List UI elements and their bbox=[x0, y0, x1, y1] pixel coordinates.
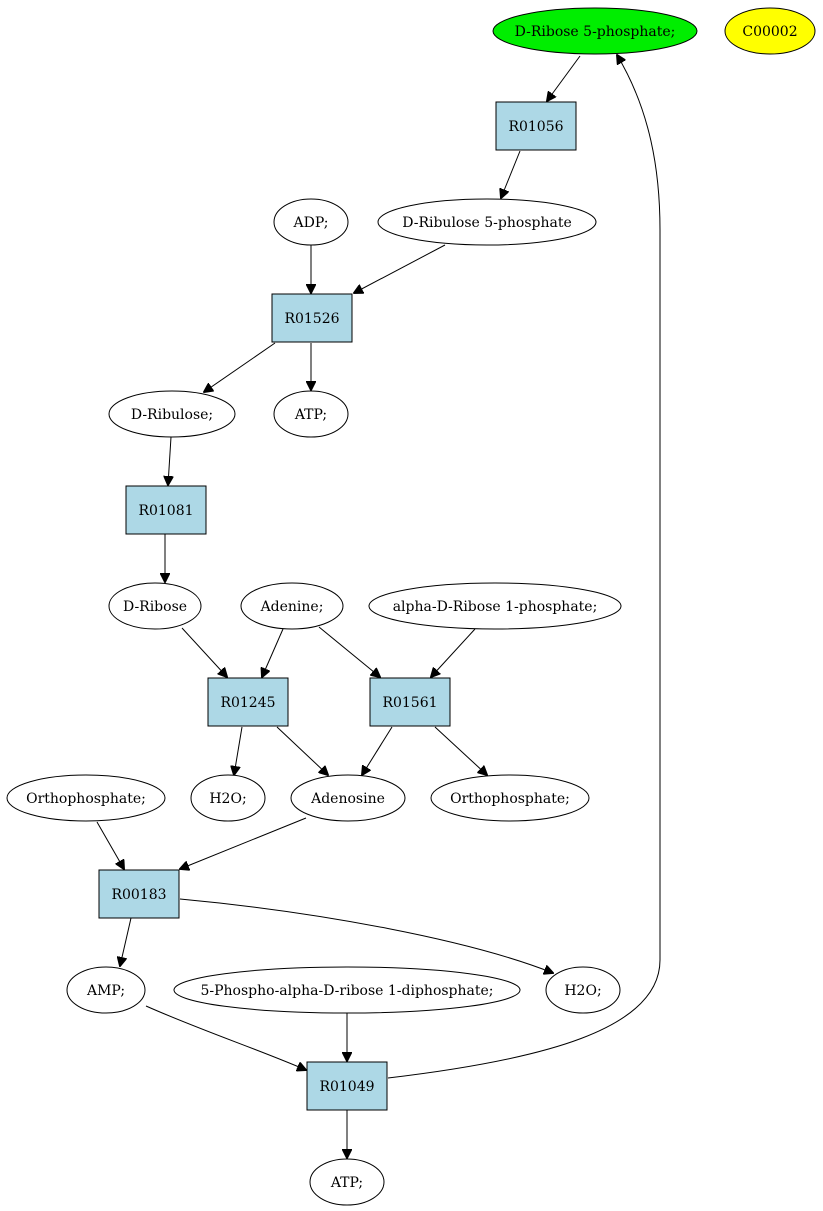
node-label: 5-Phospho-alpha-D-ribose 1-diphosphate; bbox=[200, 983, 493, 999]
node-ribose[interactable]: D-Ribose bbox=[108, 582, 202, 630]
edge-ribulose-r01081 bbox=[168, 436, 171, 485]
node-label: R01056 bbox=[508, 119, 563, 135]
node-atp2[interactable]: ATP; bbox=[309, 1158, 385, 1206]
edge-r01245-adenosine bbox=[276, 726, 328, 775]
node-label: ADP; bbox=[293, 215, 329, 231]
node-label: D-Ribose bbox=[123, 599, 187, 615]
edge-orthophosphate1-r00183 bbox=[96, 821, 124, 869]
node-label: alpha-D-Ribose 1-phosphate; bbox=[393, 599, 598, 615]
node-orthophosphate2[interactable]: Orthophosphate; bbox=[430, 774, 590, 822]
edge-r00183-h2o2 bbox=[179, 898, 553, 973]
node-label: Adenosine bbox=[310, 791, 385, 807]
edge-r01561-orthophosphate2 bbox=[434, 726, 487, 775]
edge-r01526-ribulose bbox=[204, 342, 276, 392]
node-label: R01526 bbox=[284, 311, 339, 327]
node-ribose5p[interactable]: D-Ribose 5-phosphate; bbox=[492, 7, 698, 55]
node-label: R01081 bbox=[138, 503, 193, 519]
node-ribulose5p[interactable]: D-Ribulose 5-phosphate bbox=[377, 198, 597, 246]
node-prpp[interactable]: 5-Phospho-alpha-D-ribose 1-diphosphate; bbox=[173, 966, 521, 1014]
edge-r01049-ribose5p bbox=[387, 55, 661, 1079]
node-label: ATP; bbox=[330, 1175, 363, 1191]
edge-adenine-r01245 bbox=[262, 628, 284, 677]
edge-r01245-h2o1 bbox=[234, 726, 243, 775]
node-label: Orthophosphate; bbox=[450, 791, 570, 807]
node-label: D-Ribulose 5-phosphate bbox=[402, 215, 572, 231]
edge-r01056-ribulose5p bbox=[501, 150, 521, 198]
edge-ribulose5p-r01526 bbox=[354, 244, 446, 293]
node-label: R00183 bbox=[111, 887, 166, 903]
node-orthophosphate1[interactable]: Orthophosphate; bbox=[6, 774, 166, 822]
node-label: R01561 bbox=[382, 695, 437, 711]
node-r01056[interactable]: R01056 bbox=[495, 101, 577, 151]
node-adp[interactable]: ADP; bbox=[273, 198, 349, 246]
node-adenine[interactable]: Adenine; bbox=[240, 582, 344, 630]
edge-ribose5p-r01056 bbox=[547, 55, 581, 101]
node-r01561[interactable]: R01561 bbox=[369, 677, 451, 727]
edge-alpharibose-r01561 bbox=[431, 628, 476, 677]
node-label: D-Ribose 5-phosphate; bbox=[515, 24, 676, 40]
node-c00002[interactable]: C00002 bbox=[724, 7, 816, 55]
edge-ribose-r01245 bbox=[181, 627, 227, 677]
nodes: D-Ribose 5-phosphate; C00002 R01056 ADP;… bbox=[6, 7, 816, 1206]
node-label: AMP; bbox=[86, 983, 125, 999]
node-label: H2O; bbox=[564, 983, 601, 999]
node-label: R01049 bbox=[319, 1079, 374, 1095]
node-h2o2[interactable]: H2O; bbox=[545, 966, 621, 1014]
edges bbox=[96, 55, 661, 1158]
node-amp[interactable]: AMP; bbox=[66, 966, 146, 1014]
edge-r01561-adenosine bbox=[362, 726, 393, 775]
node-label: Orthophosphate; bbox=[26, 791, 146, 807]
node-label: Adenine; bbox=[260, 599, 324, 615]
node-adenosine[interactable]: Adenosine bbox=[290, 774, 406, 822]
node-r01526[interactable]: R01526 bbox=[271, 293, 353, 343]
edge-r00183-amp bbox=[120, 917, 132, 966]
node-r01245[interactable]: R01245 bbox=[207, 677, 289, 727]
node-ribulose[interactable]: D-Ribulose; bbox=[108, 390, 236, 438]
node-label: ATP; bbox=[294, 407, 327, 423]
edge-adenosine-r00183 bbox=[180, 817, 307, 869]
node-h2o1[interactable]: H2O; bbox=[190, 774, 266, 822]
node-label: D-Ribulose; bbox=[131, 407, 213, 423]
node-r01049[interactable]: R01049 bbox=[306, 1061, 388, 1111]
node-label: R01245 bbox=[220, 695, 275, 711]
edge-adenine-r01561 bbox=[318, 626, 380, 677]
edge-amp-r01049 bbox=[145, 1005, 306, 1070]
node-alpha-ribose1p[interactable]: alpha-D-Ribose 1-phosphate; bbox=[368, 582, 622, 630]
node-label: C00002 bbox=[742, 24, 797, 40]
node-atp1[interactable]: ATP; bbox=[273, 390, 349, 438]
node-r01081[interactable]: R01081 bbox=[125, 485, 207, 535]
node-r00183[interactable]: R00183 bbox=[98, 869, 180, 919]
node-label: H2O; bbox=[209, 791, 246, 807]
